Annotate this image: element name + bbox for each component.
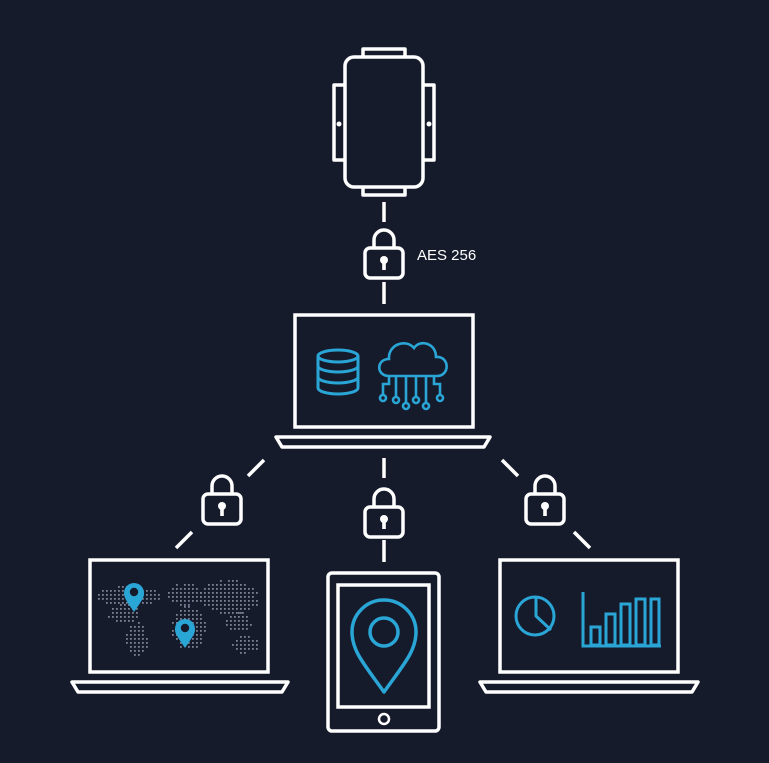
world-map-icon — [98, 580, 258, 656]
pie-chart-icon — [514, 595, 556, 637]
lock-icon-left — [201, 474, 243, 526]
lock-icon-right — [524, 474, 566, 526]
map-laptop-icon — [70, 558, 290, 694]
map-pin-icon — [175, 619, 195, 648]
tablet-icon — [326, 571, 441, 733]
gps-tracker-device-icon — [332, 47, 436, 197]
lock-icon-center — [363, 487, 405, 539]
analytics-laptop-icon — [478, 558, 700, 694]
bar-chart-icon — [581, 592, 661, 648]
connector-server-analytics — [500, 458, 592, 550]
location-pin-icon — [350, 598, 418, 694]
cloud-circuit-icon — [377, 341, 448, 411]
server-laptop-icon — [274, 313, 492, 449]
encryption-label: AES 256 — [417, 247, 477, 264]
lock-icon-aes — [363, 228, 405, 280]
database-icon — [316, 348, 360, 396]
connector-server-map — [174, 458, 266, 550]
map-pin-icon — [124, 583, 144, 612]
